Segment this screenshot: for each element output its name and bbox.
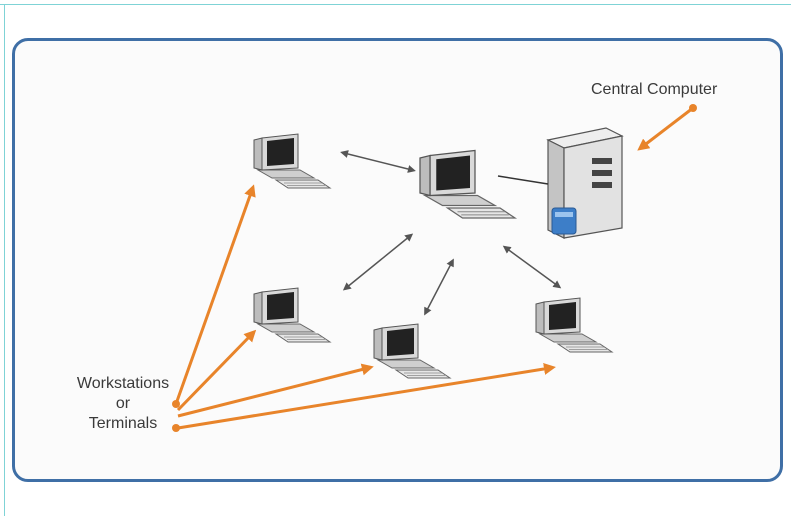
workstation-middle-left-icon xyxy=(253,287,331,343)
workstations-label-line1: Workstations xyxy=(76,375,170,392)
ws-pointer-arrow-middle-left xyxy=(176,329,257,412)
workstations-label-line2: or xyxy=(115,395,131,412)
link-arrow-top-left xyxy=(340,150,416,173)
workstation-top-left-icon xyxy=(253,133,331,189)
workstation-bottom-center-icon xyxy=(373,323,451,379)
link-arrow-middle-left xyxy=(342,233,414,291)
ws-pointer-arrow-top-left xyxy=(174,184,256,405)
ws-pointer-dot-2 xyxy=(172,424,180,432)
central-workstation-icon xyxy=(419,149,516,219)
central-computer-label: Central Computer xyxy=(591,81,718,98)
frame-border-left xyxy=(4,4,5,516)
workstations-label-line3: Terminals xyxy=(88,415,158,432)
server-link-line xyxy=(497,175,549,185)
ws-pointer-arrow-right xyxy=(177,363,556,430)
frame-border-top xyxy=(0,4,791,5)
workstation-right-icon xyxy=(535,297,613,353)
ws-pointer-arrow-bottom-center xyxy=(177,363,374,418)
link-arrow-bottom-center xyxy=(424,258,454,316)
server-tower-icon xyxy=(546,127,624,239)
workstations-label: Workstations or Terminals xyxy=(58,374,188,434)
link-arrow-right xyxy=(502,245,562,289)
central-pointer-arrow xyxy=(637,106,694,151)
